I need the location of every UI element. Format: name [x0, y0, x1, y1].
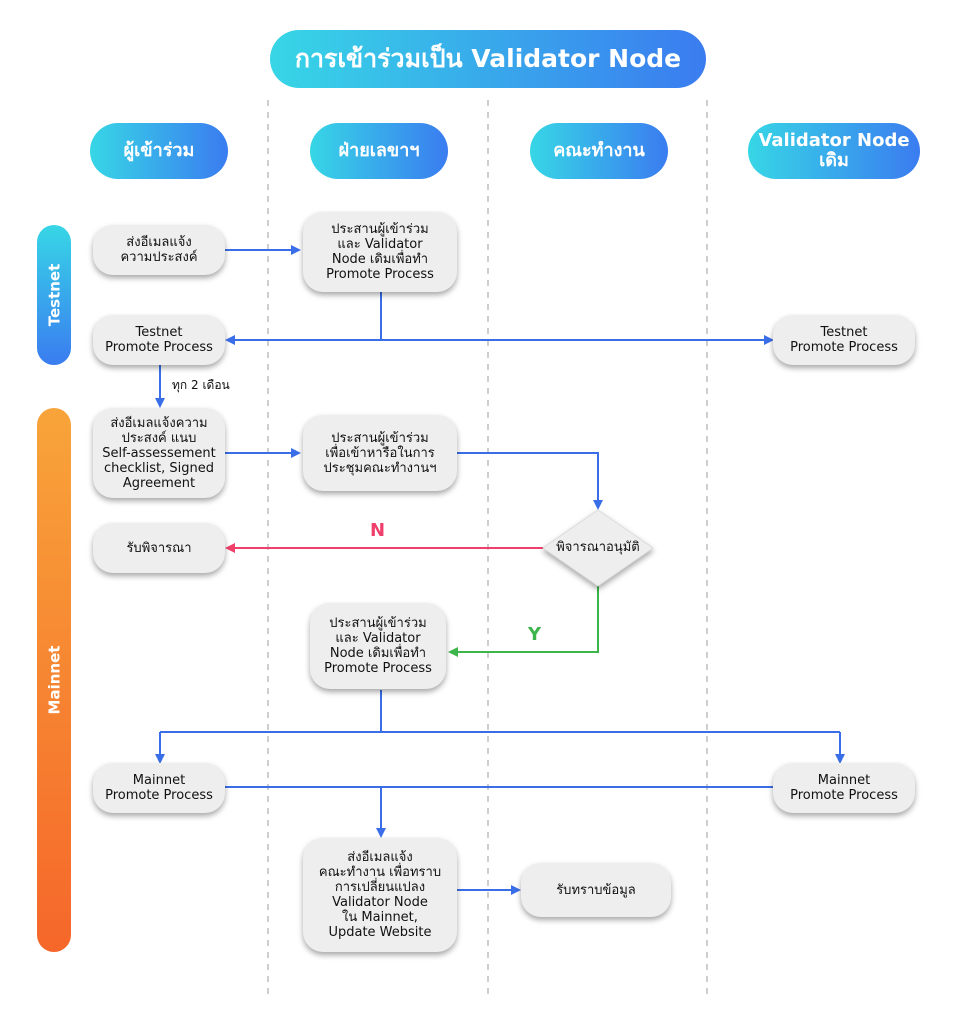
lane-header-secretariat: ฝ่ายเลขาฯ — [310, 123, 448, 179]
node-coord-promote-2: ประสานผู้เข้าร่วม และ Validator Node เดิ… — [310, 603, 446, 689]
section-mainnet-label: Mainnet — [45, 645, 63, 715]
decision-diamond — [542, 509, 654, 587]
arrow-meeting-to-decision — [457, 452, 603, 510]
node-reconsider: รับพิจารณา — [93, 523, 225, 573]
page-title: การเข้าร่วมเป็น Validator Node — [270, 30, 706, 88]
section-testnet-label: Testnet — [45, 263, 64, 327]
lane-header-working-group: คณะทำงาน — [530, 123, 668, 179]
node-coord-meeting: ประสานผู้เข้าร่วม เพื่อเข้าหารือในการ ปร… — [303, 415, 457, 491]
node-mainnet-promote-right: Mainnet Promote Process — [773, 763, 915, 813]
arrow-yes — [448, 586, 599, 657]
lane-header-participant: ผู้เข้าร่วม — [90, 123, 228, 179]
section-mainnet: Mainnet — [37, 408, 71, 952]
node-testnet-promote-left: Testnet Promote Process — [93, 315, 225, 365]
node-decision: พิจารณาอนุมัติ — [556, 540, 640, 555]
node-send-intent: ส่งอีเมลแจ้ง ความประสงค์ — [93, 225, 225, 275]
node-send-checklist: ส่งอีเมลแจ้งความ ประสงค์ แนบ Self-assess… — [93, 408, 225, 498]
node-testnet-promote-right: Testnet Promote Process — [773, 315, 915, 365]
lane-header-existing-validator: Validator Node เดิม — [748, 123, 920, 179]
node-coord-promote-1: ประสานผู้เข้าร่วม และ Validator Node เดิ… — [303, 212, 457, 292]
node-mainnet-promote-left: Mainnet Promote Process — [93, 763, 225, 813]
node-notify-team: ส่งอีเมลแจ้ง คณะทำงาน เพื่อทราบ การเปลี่… — [303, 838, 457, 952]
label-no: N — [370, 520, 386, 541]
section-testnet: Testnet — [37, 225, 71, 365]
node-acknowledge: รับทราบข้อมูล — [521, 863, 671, 917]
label-yes: Y — [528, 624, 542, 645]
label-every-2-months: ทุก 2 เดือน — [172, 378, 230, 392]
